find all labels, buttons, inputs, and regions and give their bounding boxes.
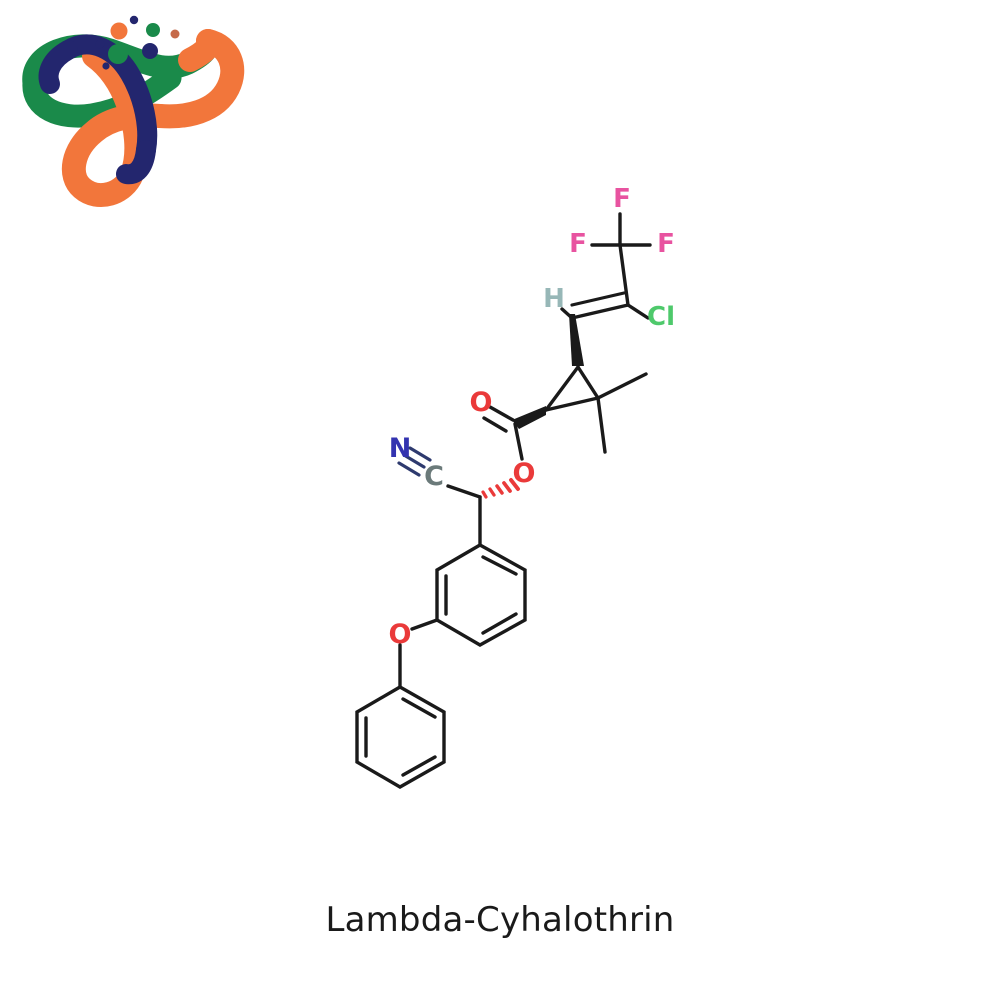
bond-ring-apex-right bbox=[576, 365, 600, 400]
atom-label-f-top: F bbox=[613, 184, 631, 214]
page-title: Lambda-Cyhalothrin bbox=[325, 900, 675, 940]
atom-label-o-carbonyl: O bbox=[470, 387, 493, 418]
wedge-bond-vinyl-to-ring bbox=[569, 314, 584, 366]
atom-label-h: H bbox=[543, 284, 565, 314]
bond-carbonyl-double-b bbox=[482, 416, 508, 433]
benzene-lower-inner-2 bbox=[401, 755, 437, 777]
logo-orange-overlay bbox=[178, 29, 222, 72]
lambda-cyhalothrin-svg: F F F Cl H O O N C O bbox=[355, 184, 675, 789]
wedge-bond-ring-to-carbonyl bbox=[512, 406, 546, 429]
cyclopropane-ring bbox=[544, 365, 648, 454]
atom-label-f-right: F bbox=[657, 229, 675, 259]
logo-navy-stroke-2 bbox=[116, 140, 156, 185]
atom-label-n-nitrile: N bbox=[389, 433, 412, 464]
atom-label-o-ester: O bbox=[513, 458, 536, 489]
chemical-structure: F F F Cl H O O N C O bbox=[330, 160, 730, 810]
benzene-upper-inner-1 bbox=[481, 555, 518, 576]
bond-methyl-lower bbox=[596, 396, 607, 454]
atom-label-cl: Cl bbox=[647, 302, 675, 332]
logo-dot-navy-small bbox=[129, 15, 139, 25]
hash-wedge-to-ester-o bbox=[481, 478, 520, 499]
atom-labels: F F F Cl H O O N C O bbox=[389, 184, 675, 650]
bond-ring-to-ether-o bbox=[410, 618, 439, 631]
logo-orange-stroke-2 bbox=[62, 44, 172, 207]
atom-label-c-nitrile: C bbox=[424, 461, 444, 492]
logo-dot-navy-tiny bbox=[102, 62, 110, 70]
logo-green-stroke-2 bbox=[22, 66, 182, 128]
bond-ring-apex-left bbox=[544, 365, 580, 412]
bond-ring-base bbox=[544, 396, 600, 412]
logo-dot-navy-small-2 bbox=[95, 39, 105, 49]
logo-dot-green bbox=[108, 44, 128, 64]
logo-navy-stroke-3 bbox=[38, 40, 78, 94]
bond-network bbox=[560, 212, 652, 320]
bond-cf3-to-vinyl bbox=[618, 243, 630, 307]
bond-chiral-to-nitrile-c bbox=[446, 484, 482, 499]
benzene-ring-upper bbox=[398, 543, 527, 689]
logo bbox=[20, 8, 250, 208]
bond-methyl-upper bbox=[596, 372, 648, 400]
benzene-upper-inner-2 bbox=[481, 612, 518, 635]
benzene-upper-outline bbox=[435, 543, 527, 647]
bond-carbonyl-double-a bbox=[488, 405, 515, 422]
logo-dot-brown bbox=[170, 29, 180, 39]
ester-group bbox=[482, 405, 524, 461]
atom-label-o-ether: O bbox=[389, 619, 412, 650]
bond-carbonyl-to-ester-o bbox=[513, 422, 524, 461]
benzene-lower-inner-1 bbox=[401, 697, 437, 719]
logo-dot-orange bbox=[110, 22, 128, 40]
logo-navy-stroke bbox=[58, 34, 158, 160]
logo-dot-navy bbox=[142, 43, 158, 59]
benzene-ring-lower bbox=[355, 685, 446, 789]
cyano-benzyl-group bbox=[446, 484, 482, 547]
bond-alkene-main bbox=[570, 303, 630, 320]
bond-nitrile-triple bbox=[397, 446, 432, 477]
logo-dot-green-small bbox=[146, 23, 160, 37]
benzene-lower-outline bbox=[355, 685, 446, 789]
atom-label-f-left: F bbox=[569, 229, 587, 259]
logo-orange-stroke bbox=[148, 29, 245, 129]
bond-alkene-inner bbox=[570, 291, 626, 307]
trefoil-knot-logo-svg bbox=[22, 15, 245, 207]
bond-vinyl-cl bbox=[626, 303, 650, 320]
